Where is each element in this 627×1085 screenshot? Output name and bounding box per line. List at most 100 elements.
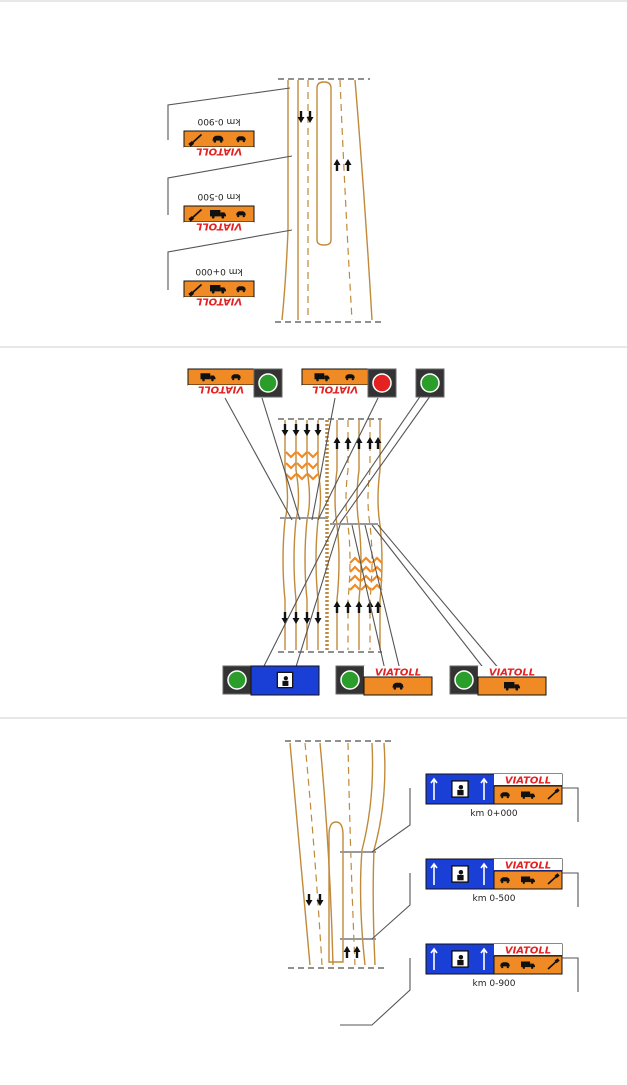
chevron-icon	[296, 473, 308, 481]
middle-section: VIATOLL VIATOLL VIATOLL VIATOLL	[187, 368, 547, 696]
viatoll-logo: VIATOLL	[494, 859, 562, 872]
brand-text: VIATOLL	[312, 384, 358, 395]
viatoll-logo: VIATOLL	[184, 296, 254, 308]
gantry-sign: VIATOLL	[301, 368, 397, 398]
arrow-up-icon	[333, 601, 341, 613]
km-label: km 0-500	[473, 894, 516, 904]
leader-line	[371, 788, 411, 853]
lane-line	[315, 420, 322, 650]
leader-line	[339, 384, 439, 524]
arrow-down-icon	[281, 612, 289, 624]
leader-line	[167, 155, 293, 215]
sign-post	[562, 872, 579, 907]
lane-line	[345, 420, 351, 650]
lane-line	[356, 420, 362, 650]
arrow-up-icon	[430, 947, 438, 970]
sign-post	[562, 787, 579, 822]
viatoll-logo: VIATOLL	[494, 774, 562, 787]
chevron-icon	[307, 473, 319, 481]
arrow-up-icon	[480, 947, 488, 970]
gantry-bar	[340, 851, 376, 853]
lane-line	[293, 420, 300, 650]
chevron-icon	[349, 574, 361, 582]
chevron-icon	[296, 451, 308, 459]
gantry-bar	[340, 938, 376, 940]
brand-text: VIATOLL	[375, 668, 421, 679]
road-line	[289, 742, 311, 966]
road-line	[339, 79, 353, 321]
leader-line	[294, 524, 341, 671]
viatoll-logo: VIATOLL	[302, 384, 368, 396]
leader-line	[311, 397, 336, 521]
km-label: km 0+000	[470, 809, 518, 819]
chevron-icon	[307, 451, 319, 459]
road-line	[359, 742, 374, 966]
leader-line	[167, 87, 291, 140]
gantry-sign	[222, 665, 320, 696]
arrow-up-icon	[344, 437, 352, 449]
road-line	[372, 742, 386, 966]
brand-text: VIATOLL	[196, 296, 242, 307]
brand-text: VIATOLL	[505, 776, 551, 787]
chevron-icon	[349, 583, 361, 591]
arrow-down-icon	[281, 424, 289, 436]
toll-booth-icon	[276, 671, 294, 689]
viatoll-logo: VIATOLL	[184, 146, 254, 158]
toll-booth-icon	[451, 780, 469, 798]
km-label: km 0-900	[197, 116, 240, 126]
chevron-icon	[296, 462, 308, 470]
brand-text: VIATOLL	[505, 946, 551, 957]
arrow-up-icon	[344, 601, 352, 613]
chevron-icon	[360, 556, 372, 564]
toll-booth-icon	[451, 950, 469, 968]
km-sign: VIATOLL km 0+000	[425, 773, 579, 822]
arrow-up-icon	[480, 862, 488, 885]
arrow-up-icon	[333, 159, 341, 171]
arrow-up-icon	[333, 437, 341, 449]
arrow-up-icon	[430, 862, 438, 885]
leader-line	[371, 873, 411, 940]
median-island	[316, 81, 332, 246]
gantry-sign: VIATOLL	[449, 665, 547, 696]
brand-text: VIATOLL	[196, 221, 242, 232]
brand-text: VIATOLL	[489, 668, 535, 679]
lane-line	[377, 420, 383, 650]
gantry-sign: VIATOLL	[187, 368, 283, 398]
arrow-up-icon	[355, 437, 363, 449]
chevron-icon	[360, 574, 372, 582]
km-sign: VIATOLL km 0-500	[425, 858, 579, 907]
sign-post	[562, 957, 579, 992]
chevron-icon	[349, 565, 361, 573]
chevron-icon	[307, 462, 319, 470]
arrow-down-icon	[314, 612, 322, 624]
toll-booth-icon	[451, 865, 469, 883]
gantry-bar	[280, 517, 328, 519]
chevron-icon	[285, 462, 297, 470]
leader-line	[340, 958, 411, 1026]
leader-line	[261, 524, 336, 671]
leader-line	[332, 384, 429, 524]
arrow-up-icon	[355, 601, 363, 613]
chevron-icon	[349, 556, 361, 564]
arrow-down-icon	[292, 612, 300, 624]
gantry-sign: VIATOLL	[335, 665, 433, 696]
leader-line	[371, 524, 486, 671]
leader-line	[167, 229, 293, 290]
leader-line	[261, 397, 301, 521]
signal-light	[367, 368, 397, 398]
signal-light	[222, 665, 252, 695]
median-island	[328, 821, 344, 963]
arrow-down-icon	[314, 424, 322, 436]
road-line	[319, 742, 334, 966]
arrow-up-icon	[366, 437, 374, 449]
arrow-up-icon	[343, 946, 351, 958]
viatoll-logo: VIATOLL	[188, 384, 254, 396]
road-line	[304, 742, 323, 966]
road-line	[354, 79, 373, 321]
